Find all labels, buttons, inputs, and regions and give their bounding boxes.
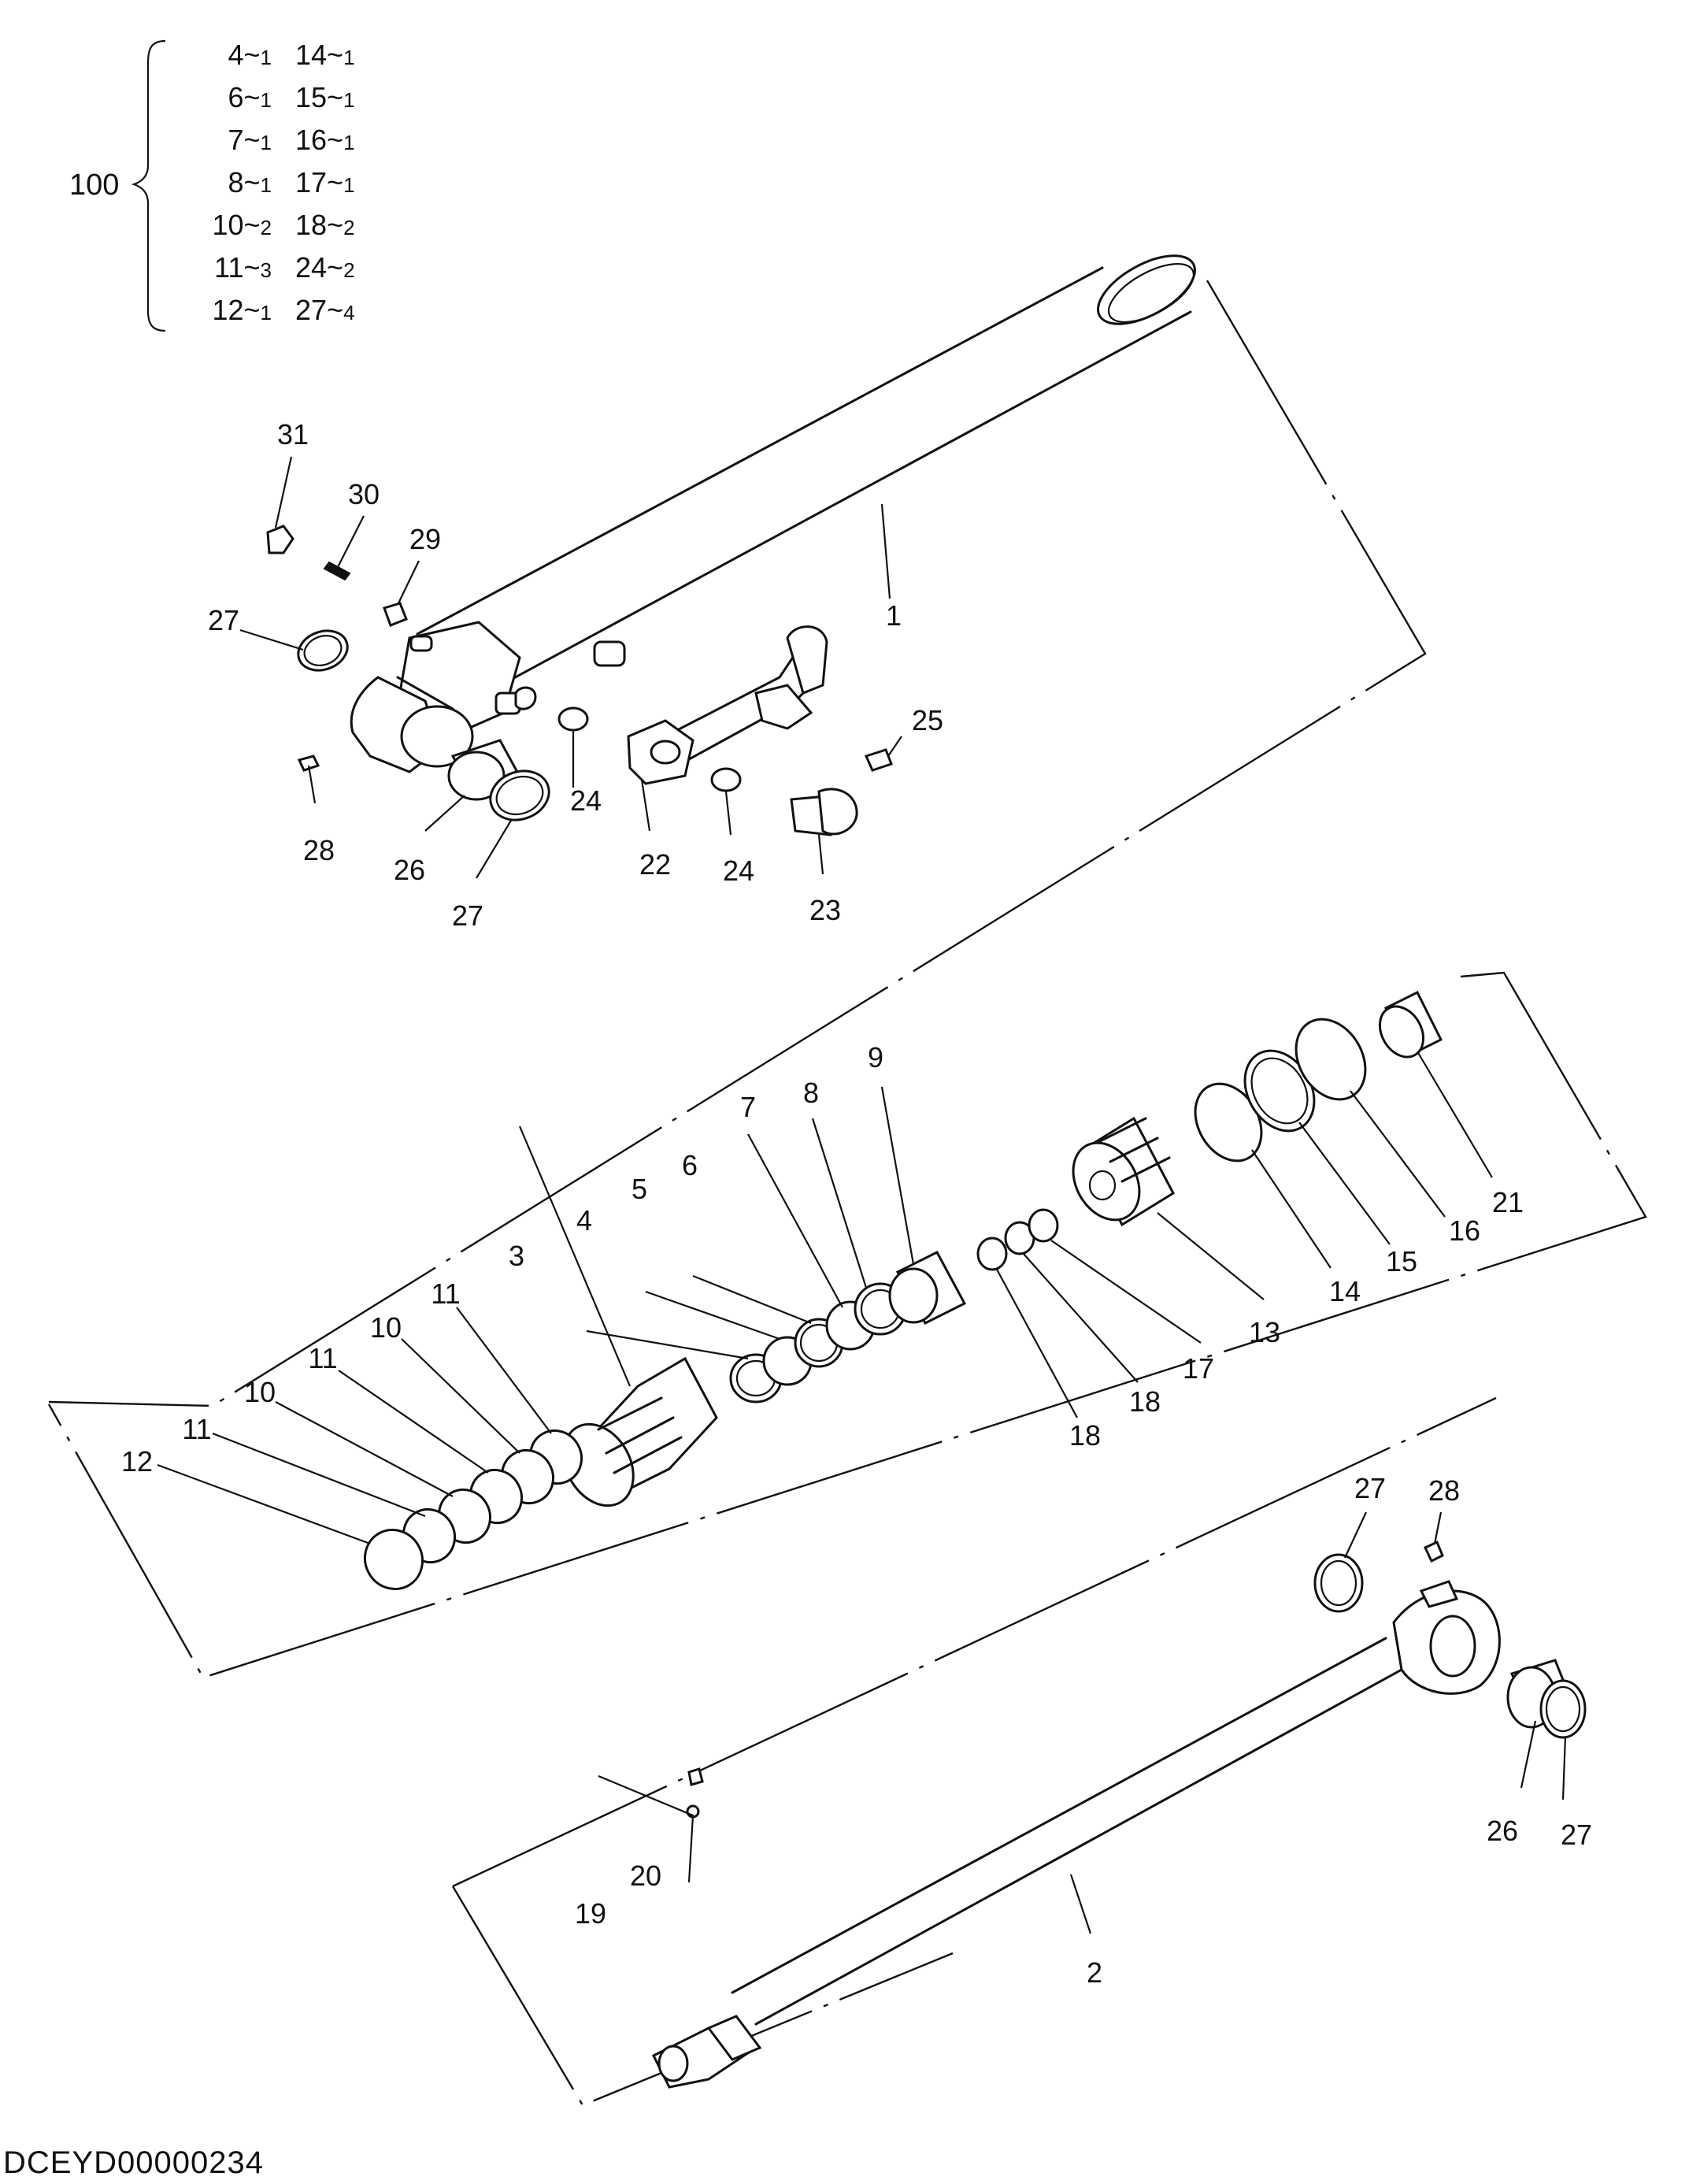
callout-26: 26 [393, 854, 426, 886]
kit-qty: 3 [260, 258, 272, 282]
kit-qty: 1 [260, 88, 272, 112]
kit-qty: 1 [343, 46, 355, 69]
kit-item: 17 [295, 166, 328, 198]
callout-28: 28 [1428, 1474, 1461, 1507]
kit-item: 4 [228, 39, 244, 71]
callout-5: 5 [631, 1173, 648, 1205]
callout-25: 25 [911, 704, 944, 736]
kit-qty: 1 [260, 131, 272, 154]
callout-3: 3 [508, 1240, 525, 1272]
callout-27: 27 [451, 899, 484, 932]
callout-24: 24 [569, 784, 602, 817]
callout-31: 31 [276, 418, 309, 451]
callout-18: 18 [1069, 1419, 1102, 1452]
callout-11: 11 [431, 1277, 461, 1310]
callout-23: 23 [809, 894, 842, 926]
kit-number: 100 [69, 169, 120, 202]
kit-item: 11 [214, 251, 244, 284]
kit-table: 4~1 14~1 6~1 15~1 7~1 16~1 8~1 17~1 10~2… [212, 39, 355, 326]
leader-lines [157, 456, 1567, 1934]
kit-item: 15 [295, 81, 328, 113]
callout-30: 30 [347, 478, 380, 510]
callout-26: 26 [1486, 1815, 1519, 1847]
callout-10: 10 [369, 1311, 402, 1344]
seal-kit-area [47, 971, 1647, 1679]
kit-qty: 2 [343, 216, 355, 239]
callout-18: 18 [1128, 1385, 1161, 1418]
kit-item: 8 [228, 166, 244, 198]
kit-item: 16 [295, 124, 328, 156]
kit-item: 6 [228, 81, 244, 113]
callout-28: 28 [302, 834, 335, 866]
callout-19: 19 [574, 1897, 607, 1930]
callout-8: 8 [802, 1077, 820, 1109]
kit-item: 7 [228, 124, 244, 156]
callout-29: 29 [409, 523, 442, 555]
callout-15: 15 [1385, 1245, 1418, 1277]
kit-qty: 1 [260, 46, 272, 69]
callout-14: 14 [1328, 1275, 1361, 1307]
callout-4: 4 [576, 1204, 593, 1237]
pipe-assembly [593, 625, 828, 785]
callout-2: 2 [1086, 1956, 1103, 1989]
kit-item: 10 [212, 209, 244, 241]
callout-11: 11 [182, 1413, 212, 1445]
kit-qty: 1 [343, 88, 355, 112]
kit-qty: 1 [260, 301, 272, 324]
callout-13: 13 [1248, 1316, 1281, 1348]
kit-item: 12 [212, 294, 244, 326]
callout-24: 24 [722, 855, 755, 887]
kit-item: 27 [295, 294, 328, 326]
callout-20: 20 [629, 1860, 662, 1892]
callout-27: 27 [1354, 1472, 1387, 1504]
kit-item: 18 [295, 209, 328, 241]
callout-10: 10 [243, 1376, 276, 1408]
callout-6: 6 [681, 1149, 698, 1181]
callout-17: 17 [1182, 1352, 1215, 1385]
callout-12: 12 [120, 1445, 154, 1478]
callout-21: 21 [1491, 1186, 1524, 1218]
callout-1: 1 [885, 599, 902, 632]
kit-qty: 1 [260, 173, 272, 197]
callout-11: 11 [308, 1342, 338, 1374]
kit-item: 24 [295, 251, 328, 284]
kit-qty: 1 [343, 173, 355, 197]
callout-27: 27 [207, 604, 240, 636]
callout-27: 27 [1560, 1819, 1593, 1851]
callout-9: 9 [867, 1041, 884, 1073]
callout-16: 16 [1448, 1214, 1481, 1247]
kit-qty: 1 [343, 131, 355, 154]
kit-item: 14 [295, 39, 328, 71]
kit-qty: 4 [343, 301, 355, 324]
cylinder-tube [48, 254, 1427, 1407]
small-fittings-upper [266, 525, 893, 836]
kit-brace [131, 39, 166, 332]
piston-rod [451, 1396, 1587, 2107]
document-code: DCEYD00000234 [3, 2145, 264, 2180]
callout-7: 7 [739, 1091, 757, 1123]
kit-qty: 2 [343, 258, 355, 282]
callout-22: 22 [639, 848, 672, 881]
kit-qty: 2 [260, 216, 272, 239]
